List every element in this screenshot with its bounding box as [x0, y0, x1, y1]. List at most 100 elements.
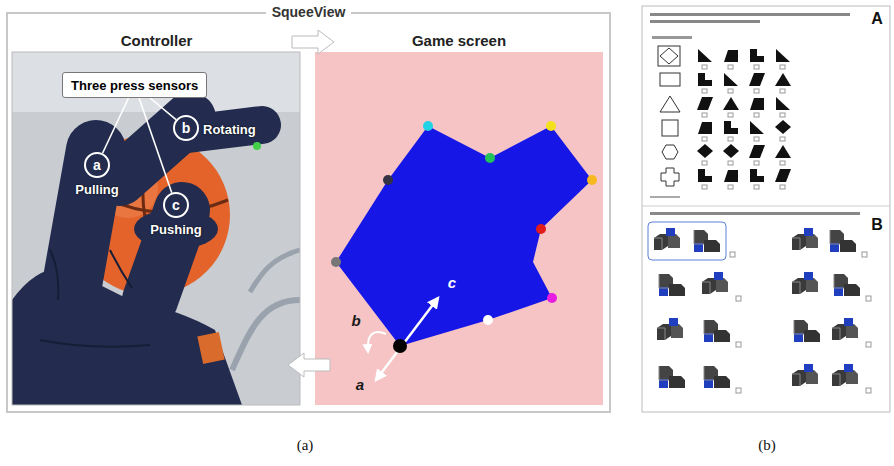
controller-photo — [253, 142, 261, 150]
test-sheet — [642, 206, 890, 207]
motion-label-holder: a — [356, 376, 364, 394]
test-sheet — [832, 318, 858, 340]
test-sheet — [775, 120, 791, 134]
test-sheet — [728, 161, 733, 165]
test-sheet — [754, 185, 759, 189]
test-sheet — [775, 73, 791, 86]
action-label-holder: Pushing — [150, 220, 201, 238]
game-screen — [368, 332, 386, 352]
panel-heading-holder: Controller — [12, 32, 301, 50]
test-sheet — [780, 65, 785, 69]
controller-photo — [250, 250, 300, 292]
test-sheet — [754, 65, 759, 69]
test-sheet — [749, 73, 765, 86]
panel-heading-holder: Game screen — [314, 32, 604, 50]
marker-letter-holder: c — [165, 194, 187, 216]
test-sheet — [702, 65, 707, 69]
action-label-holder: Pulling — [75, 180, 118, 198]
test-sheet — [780, 113, 785, 117]
test-sheet — [659, 274, 685, 296]
callout-letter: b — [182, 121, 191, 135]
section-letter: B — [871, 216, 883, 233]
section-letter-holder: A — [871, 10, 883, 28]
sensor-marker: bRotating — [173, 115, 199, 141]
test-sheet — [728, 185, 733, 189]
motion-label: c — [448, 274, 456, 291]
test-sheet — [660, 96, 680, 112]
game-screen — [336, 126, 592, 346]
frame-title: SqueeView — [266, 4, 352, 20]
test-sheet — [754, 113, 759, 117]
test-sheet — [723, 144, 739, 158]
callout-text: Three press sensors — [71, 78, 198, 94]
game-screen — [423, 121, 433, 131]
callout-box: Three press sensors — [62, 72, 207, 98]
test-sheet — [661, 168, 679, 186]
test-sheet — [750, 121, 764, 134]
test-sheet — [866, 342, 871, 347]
game-screen — [393, 339, 407, 353]
photo-border — [12, 52, 300, 405]
panel: Game screen — [314, 30, 604, 406]
test-sheet — [736, 342, 741, 347]
controller-photo — [12, 52, 300, 405]
test-sheet — [780, 137, 785, 141]
test-sheet — [775, 169, 791, 182]
test-sheet — [658, 46, 680, 66]
frame-title-holder: SqueeView — [8, 3, 609, 21]
test-sheet — [730, 252, 871, 393]
test-sheet — [698, 73, 712, 86]
motion-label-holder: c — [448, 274, 456, 292]
marker-letter-holder: b — [175, 117, 197, 139]
test-sheet — [754, 161, 759, 165]
subfigure-caption: (b) — [758, 437, 776, 453]
test-sheet — [728, 113, 733, 117]
controller-photo — [232, 300, 300, 370]
panel-heading: Controller — [121, 32, 193, 49]
test-sheet — [660, 48, 678, 64]
action-label: Pushing — [150, 222, 201, 237]
motion-label: a — [356, 376, 364, 393]
controller-photo — [12, 52, 300, 405]
game-screen — [376, 298, 438, 380]
controller-photo — [197, 332, 224, 364]
test-sheet — [650, 13, 850, 16]
test-sheet — [728, 65, 733, 69]
action-label-holder: Rotating — [203, 120, 256, 138]
test-sheet — [659, 366, 685, 388]
motion-label-holder: b — [351, 312, 360, 330]
test-sheet — [775, 145, 791, 158]
test-sheet — [834, 274, 860, 296]
test-sheet — [702, 65, 785, 189]
test-sheet — [750, 98, 764, 110]
test-sheet — [698, 49, 712, 62]
game-screen — [547, 293, 557, 303]
test-sheet — [724, 73, 738, 86]
marker-letter-holder: a — [86, 154, 108, 176]
test-sheet — [728, 137, 733, 141]
test-sheet — [654, 228, 680, 250]
test-sheet — [776, 49, 790, 62]
test-sheet — [662, 145, 678, 159]
test-sheet — [698, 122, 712, 134]
test-sheet — [866, 296, 871, 301]
test-sheet — [730, 252, 735, 257]
test-sheet — [724, 170, 738, 182]
test-sheet — [776, 97, 790, 110]
test-sheet — [662, 120, 678, 136]
test-sheet — [792, 228, 818, 250]
leader-line — [139, 98, 172, 193]
test-sheet — [724, 50, 738, 62]
leader-line — [150, 98, 176, 120]
transfer-arrow — [288, 30, 334, 377]
game-screen — [315, 52, 603, 405]
subfigure-caption: (a) — [297, 437, 314, 453]
leader-line — [103, 98, 129, 153]
test-sheet — [866, 388, 871, 393]
controller-photo — [40, 250, 150, 347]
test-sheet — [754, 89, 759, 93]
test-sheet — [702, 113, 707, 117]
test-sheet — [652, 36, 692, 39]
game-screen — [315, 52, 603, 405]
